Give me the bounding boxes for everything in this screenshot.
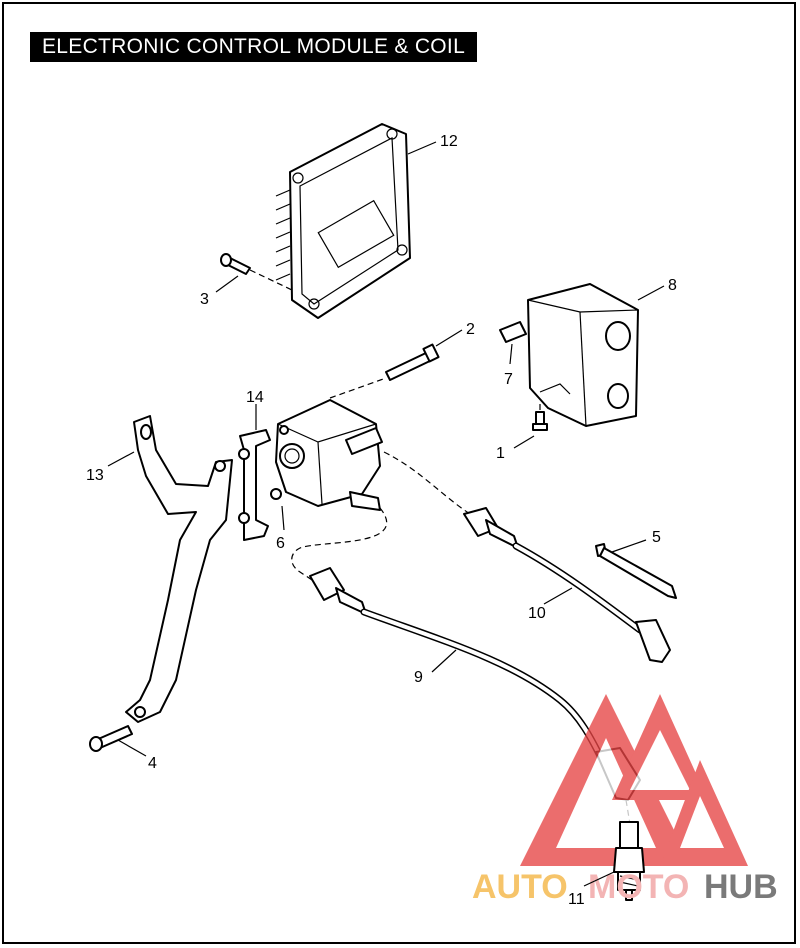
watermark-auto: AUTO xyxy=(472,868,568,906)
watermark-moto: MOTO xyxy=(588,868,689,906)
part-screw-1 xyxy=(532,404,548,431)
part-cable-tie xyxy=(595,543,677,599)
part-coil-cover xyxy=(527,283,639,427)
callout-13: 13 xyxy=(86,467,104,484)
callout-7: 7 xyxy=(504,371,513,388)
leader-lines xyxy=(107,141,665,887)
callout-2: 2 xyxy=(466,321,475,338)
part-screw-4 xyxy=(89,725,133,752)
callout-4: 4 xyxy=(148,755,157,772)
callout-labels: 12 3 8 2 7 14 1 13 6 5 10 9 4 11 xyxy=(86,133,677,908)
callout-3: 3 xyxy=(200,291,209,308)
callout-6: 6 xyxy=(276,535,285,552)
callout-11: 11 xyxy=(568,891,585,908)
callout-9: 9 xyxy=(414,669,423,686)
part-bracket-14 xyxy=(238,429,271,541)
part-spark-plug-wire-10 xyxy=(383,451,671,663)
part-screw-2 xyxy=(329,343,440,399)
callout-8: 8 xyxy=(668,277,677,294)
part-screw-3 xyxy=(220,253,293,291)
part-clip-7 xyxy=(499,321,527,343)
part-mounting-arm xyxy=(125,415,233,723)
part-ecm-module xyxy=(275,123,411,319)
watermark-triangle-icon xyxy=(520,694,748,866)
callout-5: 5 xyxy=(652,529,661,546)
callout-10: 10 xyxy=(528,605,546,622)
callout-1: 1 xyxy=(496,445,505,462)
watermark-hub: HUB xyxy=(704,868,778,906)
diagram-title: ELECTRONIC CONTROL MODULE & COIL xyxy=(30,32,478,62)
part-spark-plug xyxy=(613,821,645,901)
callout-14: 14 xyxy=(246,389,264,406)
part-ignition-coil xyxy=(270,399,383,511)
callout-12: 12 xyxy=(440,133,458,150)
watermark-text: AUTO MOTO HUB xyxy=(472,868,778,906)
